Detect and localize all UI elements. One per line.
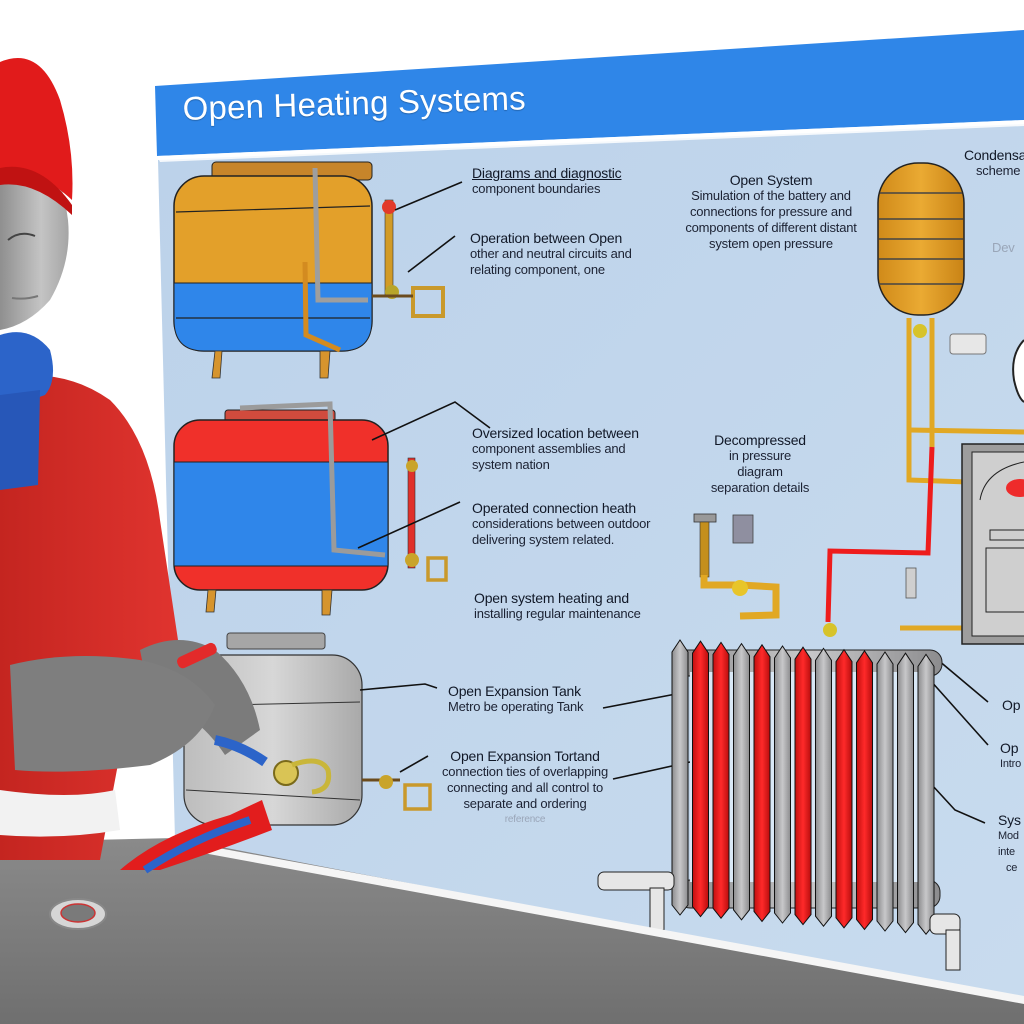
label-block: Sys Mod inte ce — [998, 812, 1021, 874]
cast-iron-radiator — [597, 639, 961, 971]
title-bar — [155, 30, 1024, 156]
label-block: Operated connection heath considerations… — [472, 500, 651, 547]
label-block: Condensate fl scheme — [964, 147, 1024, 178]
pliers-joint-icon — [273, 760, 299, 786]
radiator-fin-hot — [692, 640, 709, 918]
radiator-fin — [671, 639, 689, 916]
radiator-inlet-pipe — [597, 871, 675, 891]
gauge-icon — [1012, 339, 1024, 403]
label-block: Open Expansion Tank Metro be operating T… — [448, 683, 584, 714]
radiator-fin-hot — [835, 648, 853, 929]
radiator-fin-hot — [753, 643, 771, 923]
pipe-network — [823, 318, 1024, 637]
valve-assembly — [693, 513, 917, 620]
label-block: Operation between Open other and neutral… — [470, 230, 632, 277]
orange-blue-tank — [173, 161, 445, 379]
radiator-fin — [876, 651, 894, 932]
label-block: Op — [1002, 697, 1021, 713]
desk — [0, 838, 1024, 1024]
radiator-fin-hot — [794, 646, 812, 926]
radiator-outlet-pipe — [929, 913, 961, 935]
radiator-fin — [917, 653, 935, 936]
radiator-fin — [733, 642, 750, 921]
radiator-fin-hot — [712, 641, 730, 920]
radiator-fin — [897, 652, 914, 934]
radiator-fin-hot — [856, 649, 873, 931]
label-block: Diagrams and diagnostic component bounda… — [472, 165, 622, 196]
radiator-inlet-elbow — [649, 887, 665, 931]
label-block: Op Intro — [1000, 740, 1022, 770]
label-block: Open System Simulation of the battery an… — [685, 172, 857, 251]
radiator-fin — [815, 647, 832, 928]
label-block: Open system heating and installing regul… — [474, 590, 641, 621]
person — [0, 57, 332, 874]
radiator-outlet-elbow — [945, 929, 961, 971]
boiler-unit — [961, 443, 1024, 645]
red-blue-tank — [173, 401, 448, 616]
label-block: Oversized location between component ass… — [472, 425, 639, 472]
vertical-orange-tank — [877, 162, 965, 316]
thermostat-icon — [949, 333, 987, 355]
radiator-fin — [774, 645, 791, 924]
label-block: Decompressed in pressure diagram separat… — [710, 432, 810, 495]
faint-label: Dev — [992, 240, 1015, 255]
label-block: Open Expansion Tortand connection ties o… — [441, 748, 608, 825]
